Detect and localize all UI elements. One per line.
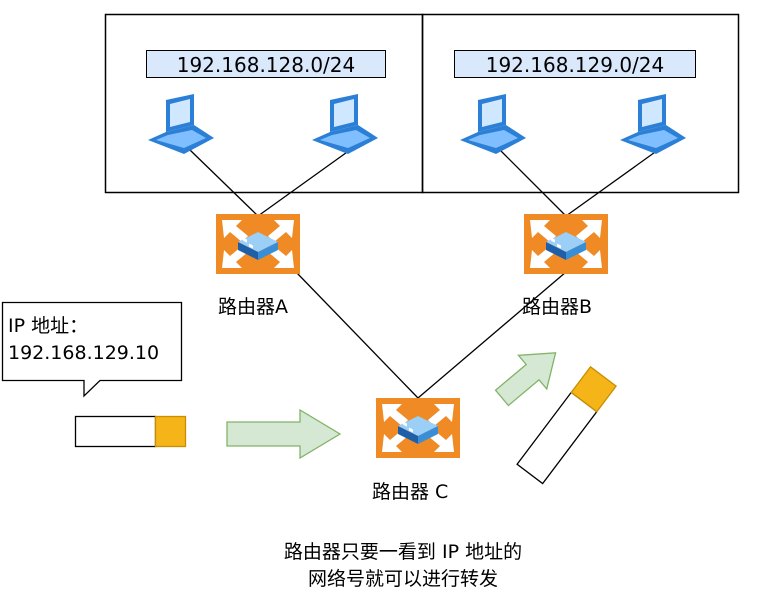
router-c-label: 路由器 C bbox=[372, 481, 449, 503]
link-laptop4-routerB bbox=[565, 149, 659, 217]
packet-left bbox=[74, 415, 187, 448]
subnet-box-left bbox=[104, 13, 424, 194]
router-b-icon bbox=[524, 214, 608, 274]
link-laptop2-routerA bbox=[257, 149, 351, 217]
callout-line2: 192.168.129.10 bbox=[8, 342, 160, 364]
packet-body bbox=[516, 391, 598, 485]
subnet-label-right: 192.168.129.0/24 bbox=[454, 50, 696, 78]
router-a-icon bbox=[216, 214, 300, 274]
laptop-icon bbox=[460, 94, 526, 154]
laptop-icon bbox=[148, 94, 214, 154]
packet-body bbox=[74, 415, 157, 448]
subnet-box-right bbox=[421, 13, 740, 194]
link-laptop3-routerB bbox=[499, 149, 567, 217]
laptop-icon bbox=[312, 94, 378, 154]
packet-header bbox=[154, 415, 187, 448]
caption-line1: 路由器只要一看到 IP 地址的 bbox=[283, 541, 523, 563]
arrow-up-right-icon bbox=[494, 352, 557, 407]
link-routerB-routerC bbox=[417, 271, 567, 399]
connections bbox=[189, 149, 659, 399]
address-callout bbox=[1, 301, 183, 398]
router-c-icon bbox=[376, 398, 460, 458]
router-b-label: 路由器B bbox=[522, 296, 593, 318]
packet-right bbox=[516, 365, 617, 485]
packet-header bbox=[570, 365, 617, 413]
link-laptop1-routerA bbox=[189, 149, 259, 217]
laptop-icon bbox=[620, 94, 686, 154]
link-routerA-routerC bbox=[295, 271, 419, 399]
callout-line1: IP 地址： bbox=[8, 315, 89, 337]
router-a-label: 路由器A bbox=[218, 296, 288, 318]
subnet-label-left: 192.168.128.0/24 bbox=[146, 50, 386, 78]
arrow-right-icon bbox=[226, 408, 342, 460]
caption-line2: 网络号就可以进行转发 bbox=[307, 568, 498, 590]
